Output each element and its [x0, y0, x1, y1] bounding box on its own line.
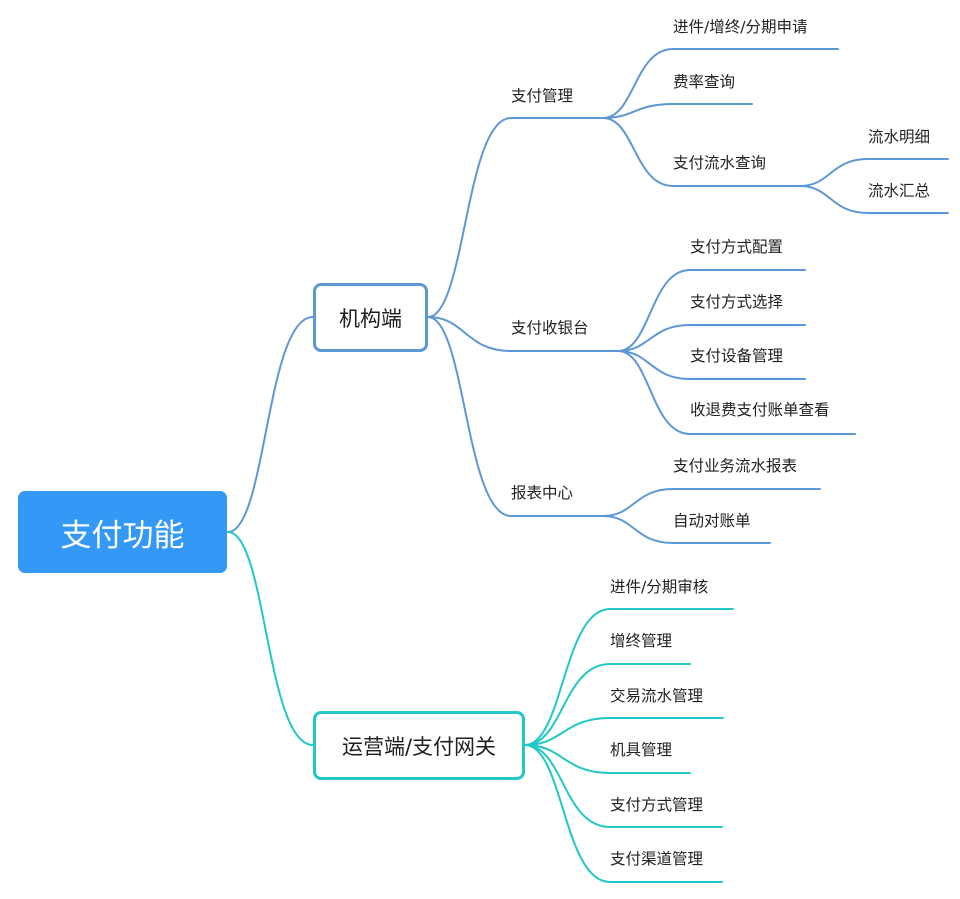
connector-payment-child [602, 117, 674, 187]
connector-cashier-child [617, 269, 691, 352]
connector-operations-child [524, 608, 611, 746]
branch-node-institution[interactable]: 机构端 [313, 283, 428, 352]
topic-machine-management[interactable]: 机具管理 [610, 741, 673, 759]
connector-root-operations [227, 531, 314, 746]
topic-terminal-management[interactable]: 增终管理 [610, 632, 673, 650]
topic-method-select[interactable]: 支付方式选择 [690, 293, 784, 311]
connector-operations-child [524, 717, 611, 746]
topic-bill-view[interactable]: 收退费支付账单查看 [690, 401, 830, 419]
topic-flow-summary[interactable]: 流水汇总 [868, 182, 931, 200]
topic-transaction-flow[interactable]: 交易流水管理 [610, 687, 704, 705]
branch-node-operations[interactable]: 运营端/支付网关 [313, 711, 525, 780]
topic-device-management[interactable]: 支付设备管理 [690, 347, 784, 365]
connector-operations-child [524, 744, 611, 828]
connector-report-child [602, 515, 674, 544]
connector-payment-child [602, 48, 674, 119]
connector-operations-child [524, 744, 611, 883]
root-label: 支付功能 [60, 517, 185, 554]
connector-operations-child [524, 744, 611, 774]
connector-cashier-child [617, 350, 691, 380]
topic-method-config[interactable]: 支付方式配置 [690, 238, 784, 256]
connector-cashier-child [617, 324, 691, 352]
connector-institution-payment [427, 117, 512, 318]
topic-channel-management[interactable]: 支付渠道管理 [610, 850, 704, 868]
topic-rate-query[interactable]: 费率查询 [673, 73, 736, 91]
connector-cashier-child [617, 350, 691, 435]
connector-root-institution [227, 316, 314, 533]
topic-flow-query[interactable]: 支付流水查询 [673, 154, 767, 172]
topic-flow-detail[interactable]: 流水明细 [868, 128, 931, 146]
connector-flow-child [799, 185, 869, 214]
topic-report-center[interactable]: 报表中心 [511, 484, 574, 502]
topic-cashier[interactable]: 支付收银台 [511, 319, 589, 337]
connector-institution-report [427, 316, 512, 517]
topic-onboarding-review[interactable]: 进件/分期审核 [610, 578, 709, 596]
connector-institution-cashier [427, 316, 512, 352]
branch-label: 机构端 [339, 306, 402, 331]
topic-payment-management[interactable]: 支付管理 [511, 87, 574, 105]
topic-business-report[interactable]: 支付业务流水报表 [673, 457, 798, 475]
root-node[interactable]: 支付功能 [18, 491, 227, 573]
topic-onboarding-apply[interactable]: 进件/增终/分期申请 [673, 18, 808, 36]
connector-flow-child [799, 158, 869, 187]
topic-auto-reconciliation[interactable]: 自动对账单 [673, 512, 751, 530]
connector-payment-child [602, 103, 674, 119]
topic-method-management[interactable]: 支付方式管理 [610, 796, 704, 814]
connector-operations-child [524, 663, 611, 746]
connector-report-child [602, 488, 674, 517]
branch-label: 运营端/支付网关 [341, 734, 497, 759]
